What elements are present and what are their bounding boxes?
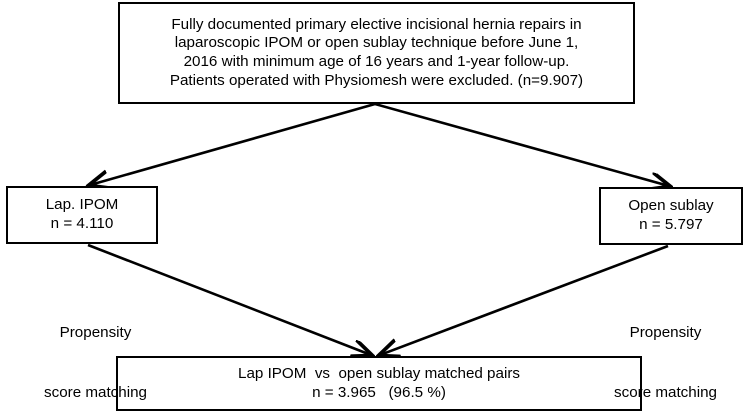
node-lap-ipom-label: Lap. IPOM — [45, 196, 119, 214]
node-open-sublay: Open sublay n = 5.797 — [599, 187, 743, 245]
node-cohort-line-1: Fully documented primary elective incisi… — [171, 15, 582, 33]
node-lap-ipom: Lap. IPOM n = 4.110 — [6, 186, 158, 244]
edge-label-right-line-2: score matching — [614, 384, 717, 402]
node-matched-pairs: Lap IPOM vs open sublay matched pairs n … — [116, 356, 642, 411]
edge-label-left-line-2: score matching — [44, 384, 147, 402]
node-lap-ipom-count: n = 4.110 — [50, 215, 114, 232]
node-open-sublay-count: n = 5.797 — [639, 216, 703, 233]
node-matched-pairs-label: Lap IPOM vs open sublay matched pairs — [238, 364, 520, 382]
edge-label-left-line-1: Propensity — [59, 324, 132, 342]
node-cohort-line-4: Patients operated with Physiomesh were e… — [169, 71, 584, 89]
node-open-sublay-label: Open sublay — [628, 197, 714, 215]
connector-cohort-to-open-sublay — [374, 102, 669, 186]
edge-label-propensity-score-matching-right: Propensity score matching — [588, 283, 743, 415]
node-cohort-line-2: laparoscopic IPOM or open sublay techniq… — [174, 34, 579, 52]
edge-label-propensity-score-matching-left: Propensity score matching — [18, 283, 173, 415]
edge-label-right-line-1: Propensity — [629, 324, 702, 342]
node-cohort-line-3: 2016 with minimum age of 16 years and 1-… — [183, 53, 570, 70]
connector-cohort-to-lap-ipom — [90, 102, 376, 185]
node-cohort-criteria: Fully documented primary elective incisi… — [118, 2, 635, 104]
node-matched-pairs-count: n = 3.965 (96.5 %) — [312, 383, 446, 401]
